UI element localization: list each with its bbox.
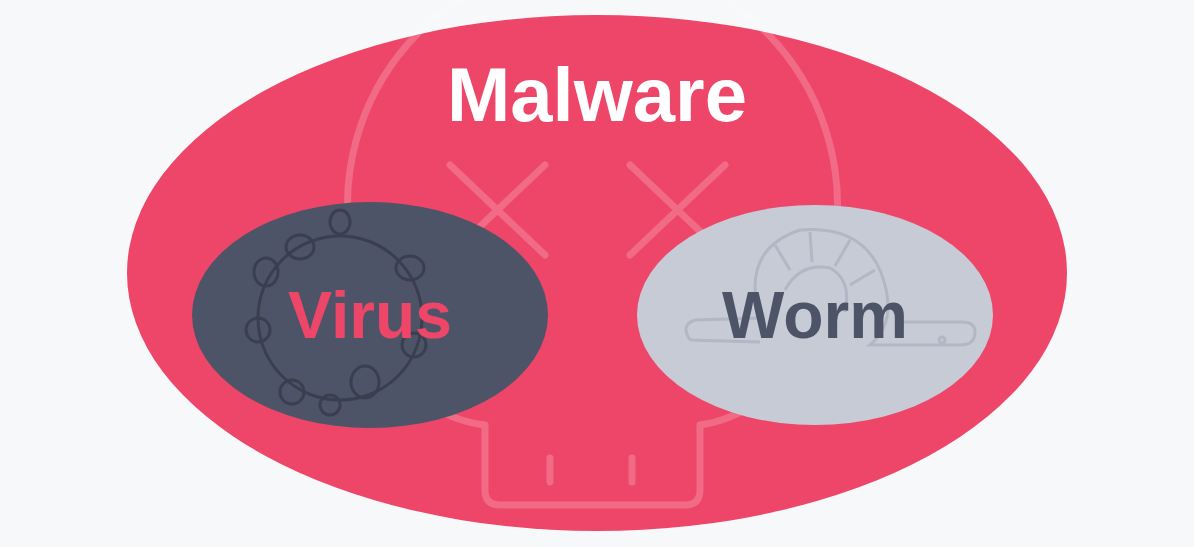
malware-region: MalwareVirus Worm [127,15,1067,531]
skull-teeth [550,458,632,482]
text-holder: Virus [192,202,548,428]
ellipse-shape [637,205,993,425]
text-holder: Malware [127,57,1067,133]
ellipse-shape [192,202,548,428]
skull-eye [450,165,545,255]
text-holder: Worm [637,205,993,425]
node-label: Virus [288,282,452,348]
node-label: Worm [722,282,908,348]
node-label: Malware [447,57,747,133]
worm-ellipse: Worm [637,205,993,425]
ellipse-shape [127,15,1067,531]
virus-ellipse: Virus [192,202,548,428]
skull-eye [630,165,725,255]
